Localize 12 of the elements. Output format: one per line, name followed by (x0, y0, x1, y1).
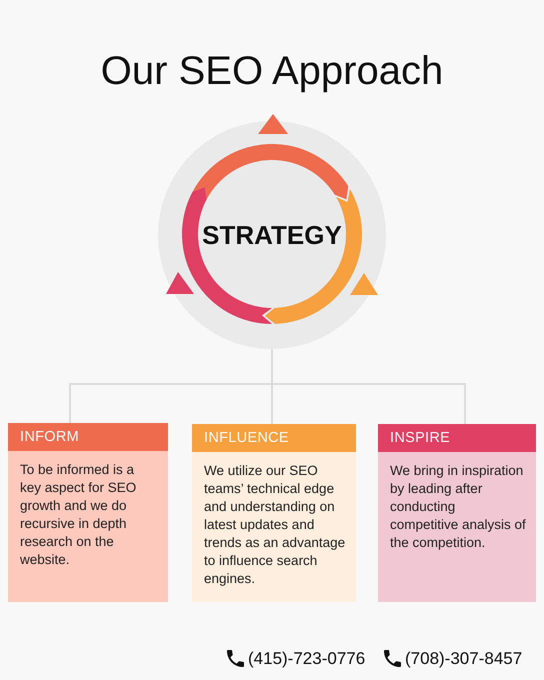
phone-number: (415)-723-0776 (248, 648, 366, 670)
card-text: We bring in inspiration by leading after conducting competitive analysis of the competition. (389, 462, 527, 552)
card-header: INFORM (8, 423, 168, 451)
diagram-title: Our SEO Approach (100, 48, 444, 95)
card-header: INSPIRE (378, 424, 536, 452)
card-text: We utilize our SEO teams’ technical edge and understanding on latest updates and trends as an advantage to influence search engines. (203, 462, 346, 588)
info-card (8, 423, 168, 602)
info-card (192, 424, 356, 602)
card-text: To be informed is a key aspect for SEO growth and we do recursive in depth research on the website. (19, 461, 138, 569)
phone-number: (708)-307-8457 (405, 648, 522, 670)
card-header: INFLUENCE (192, 424, 356, 452)
info-card (378, 424, 536, 602)
